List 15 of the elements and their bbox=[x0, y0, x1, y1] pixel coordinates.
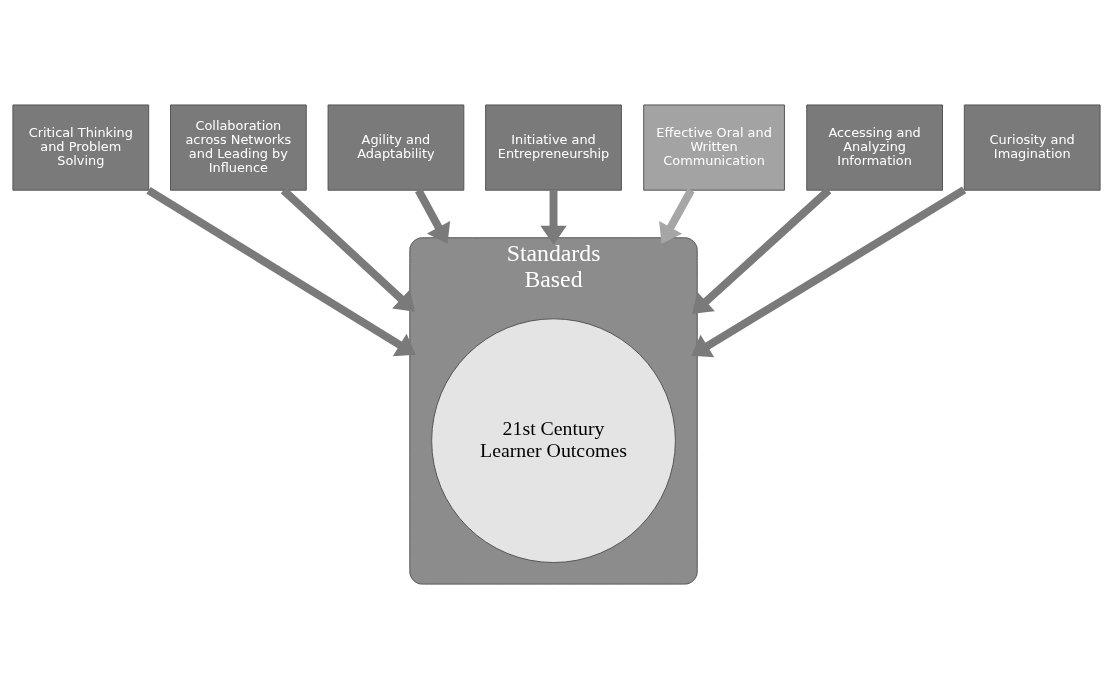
arrow bbox=[540, 189, 567, 245]
node-box: Critical Thinking and Problem Solving bbox=[12, 103, 150, 191]
arrow bbox=[691, 186, 967, 357]
node-circle: 21st Century Learner Outcomes bbox=[431, 317, 676, 563]
arrow bbox=[280, 186, 415, 312]
node-box: Accessing and Analyzing Information bbox=[806, 103, 943, 191]
node-box: Effective Oral and Written Communication bbox=[643, 103, 785, 191]
node-box: Curiosity and Imagination bbox=[963, 103, 1101, 191]
arrow bbox=[692, 186, 832, 314]
node-box: Collaboration across Networks and Leading by Influence bbox=[170, 103, 307, 191]
arrow bbox=[146, 186, 416, 356]
node-box: Initiative and Entrepreneurship bbox=[485, 103, 622, 191]
node-box: Agility and Adaptability bbox=[327, 103, 465, 191]
arrow bbox=[415, 187, 451, 244]
arrow bbox=[659, 187, 695, 244]
